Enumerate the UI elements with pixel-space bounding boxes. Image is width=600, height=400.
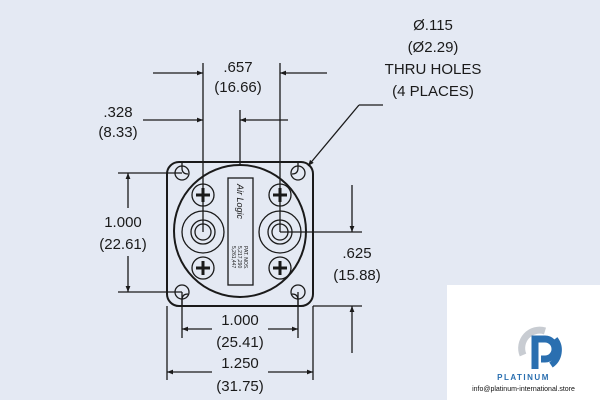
product-label — [227, 177, 254, 286]
svg-text:(8.33): (8.33) — [98, 124, 137, 141]
svg-text:(31.75): (31.75) — [216, 378, 264, 395]
svg-text:5,261,447: 5,261,447 — [230, 246, 236, 268]
svg-text:1.250: 1.250 — [221, 355, 259, 372]
svg-text:.328: .328 — [103, 104, 132, 121]
svg-text:Ø.115: Ø.115 — [413, 17, 453, 34]
thru-hole — [290, 165, 306, 181]
svg-text:(15.88): (15.88) — [333, 267, 381, 284]
brand-name: PLATINUM — [497, 373, 550, 382]
dim-vertical-holes: 1.000 (22.61) — [99, 172, 182, 293]
watermark-box: PLATINUM info@platinum-international.sto… — [447, 285, 600, 400]
svg-text:.657: .657 — [223, 59, 252, 76]
svg-text:5,217,290: 5,217,290 — [236, 246, 242, 268]
dim-port-offset: .328 (8.33) — [98, 104, 288, 165]
svg-text:1.000: 1.000 — [221, 312, 259, 329]
svg-text:(Ø2.29): (Ø2.29) — [408, 39, 459, 56]
screw-icon — [268, 256, 292, 280]
svg-text:THRU HOLES: THRU HOLES — [385, 61, 482, 78]
svg-text:(16.66): (16.66) — [214, 79, 262, 96]
svg-text:(25.41): (25.41) — [216, 334, 264, 351]
valve-body: Air Logic PAT. NOS. 5,217,290 5,261,447 — [166, 161, 314, 307]
dim-overall-width: 1.250 (31.75) — [166, 306, 314, 395]
hole-callout: Ø.115 (Ø2.29) THRU HOLES (4 PLACES) — [307, 17, 482, 167]
dim-horizontal-holes: 1.000 (25.41) — [181, 292, 299, 351]
dim-port-spacing: .657 (16.66) — [153, 59, 327, 232]
svg-text:1.000: 1.000 — [104, 214, 142, 231]
dim-port-height: .625 (15.88) — [280, 185, 381, 353]
label-text: Air Logic PAT. NOS. 5,217,290 5,261,447 — [230, 183, 248, 269]
svg-text:.625: .625 — [342, 245, 371, 262]
screw-icon — [191, 256, 215, 280]
platinum-logo-icon — [518, 326, 562, 369]
svg-text:PAT. NOS.: PAT. NOS. — [242, 246, 248, 269]
svg-text:Air Logic: Air Logic — [235, 183, 245, 220]
svg-text:(22.61): (22.61) — [99, 236, 147, 253]
svg-text:(4 PLACES): (4 PLACES) — [392, 83, 474, 100]
brand-email: info@platinum-international.store — [472, 386, 575, 393]
